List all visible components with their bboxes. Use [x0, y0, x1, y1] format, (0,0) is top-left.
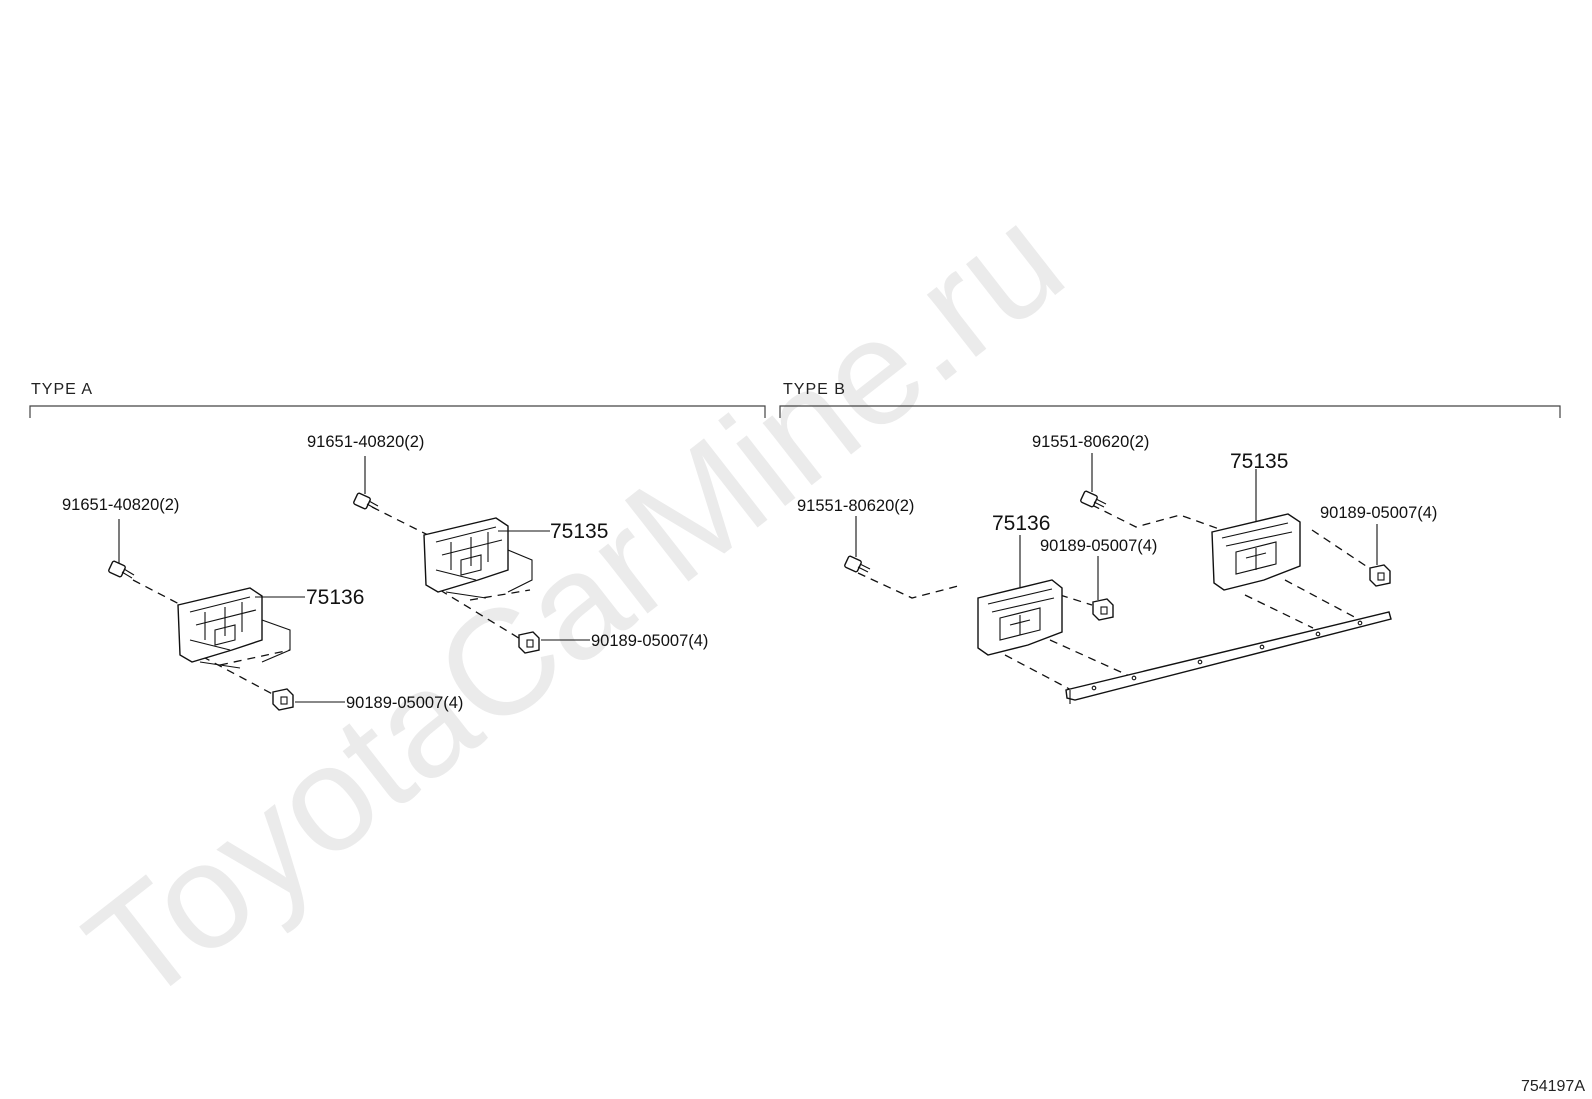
label-90189-05007-right: 90189-05007(4) [1320, 504, 1437, 522]
type-a-section: TYPE A [29, 381, 766, 712]
section-label-type-a: TYPE A [31, 381, 93, 398]
type-b-bracket-line [779, 405, 1561, 418]
label-91651-40820-upper: 91651-40820(2) [307, 433, 424, 451]
clip-lower-icon [272, 688, 294, 711]
rail-icon [1065, 611, 1392, 704]
bolt-b-left-icon [844, 555, 871, 573]
label-90189-05007-upper: 90189-05007(4) [591, 632, 708, 650]
label-91551-80620-left: 91551-80620(2) [797, 497, 914, 515]
label-75135-type-b: 75135 [1230, 450, 1288, 473]
bracket-75135-type-a-icon [423, 517, 533, 599]
label-75136-type-a: 75136 [306, 586, 364, 609]
bracket-75135-type-b-icon [1211, 513, 1301, 591]
bracket-75136-type-b-icon [977, 579, 1063, 656]
section-label-type-b: TYPE B [783, 381, 846, 398]
type-a-bracket-line [29, 405, 766, 418]
label-90189-05007-mid: 90189-05007(4) [1040, 537, 1157, 555]
bracket-75136-type-a-icon [177, 587, 291, 669]
label-90189-05007-lower: 90189-05007(4) [346, 694, 463, 712]
clip-upper-icon [518, 631, 540, 654]
clip-b-right-icon [1369, 564, 1391, 587]
label-75136-type-b: 75136 [992, 512, 1050, 535]
type-b-section: TYPE B [779, 381, 1561, 704]
label-75135-type-a: 75135 [550, 520, 608, 543]
bolt-lower-icon [108, 560, 135, 579]
diagram-code: 754197A [1521, 1078, 1585, 1095]
bolt-upper-icon [353, 492, 379, 510]
label-91551-80620-upper: 91551-80620(2) [1032, 433, 1149, 451]
clip-b-mid-icon [1092, 598, 1114, 621]
bolt-b-upper-icon [1080, 490, 1107, 508]
label-91651-40820-lower: 91651-40820(2) [62, 496, 179, 514]
